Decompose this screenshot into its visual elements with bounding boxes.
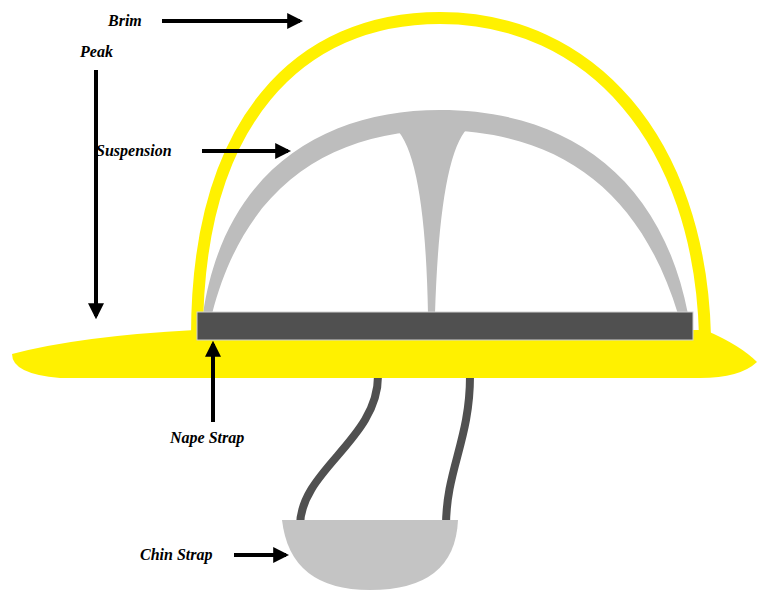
chin-strap-band [300,376,378,526]
hat-shell [197,18,705,336]
leader-arrow [234,553,286,557]
chin-cup [282,520,458,590]
chin-strap-band [446,376,470,526]
part-label: Peak [80,42,113,62]
leader-arrow [94,70,98,316]
leader-arrow [162,19,300,23]
suspension-stem [393,126,470,314]
part-label: Nape Strap [170,428,244,448]
suspension-arch [203,110,688,314]
part-label: Chin Strap [140,545,212,565]
part-label: Suspension [96,141,172,161]
leader-arrow [202,149,288,153]
nape-strap-band [197,312,693,340]
part-label: Brim [108,11,142,31]
leader-arrow [211,344,215,422]
